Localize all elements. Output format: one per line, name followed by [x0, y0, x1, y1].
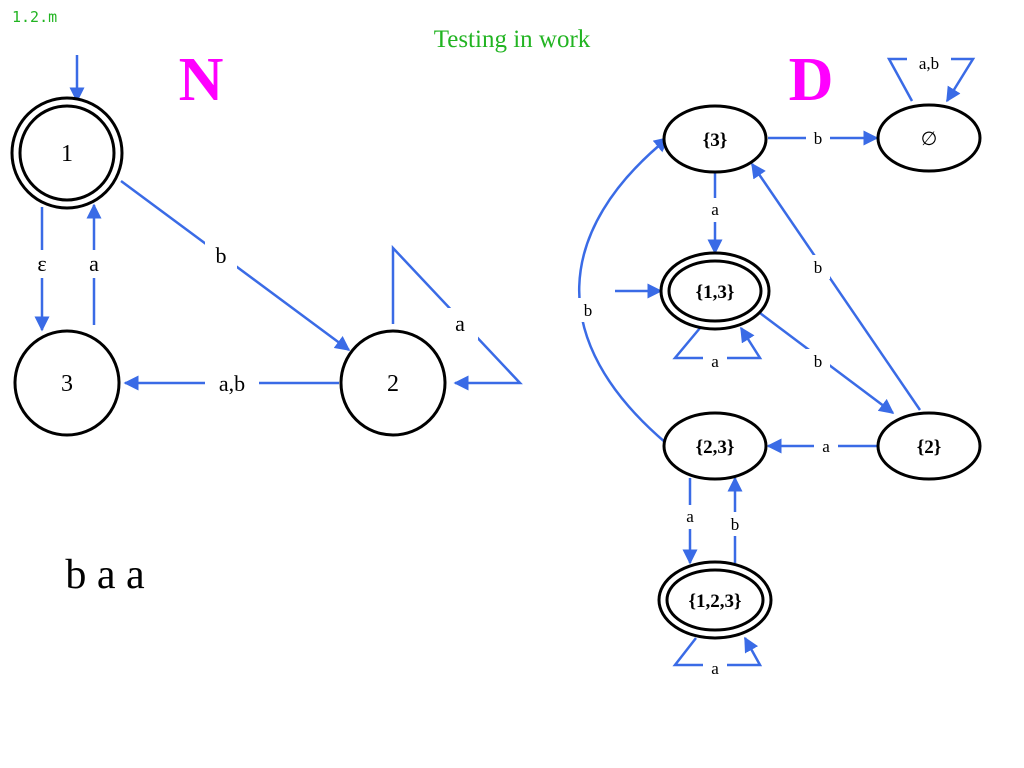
nfa-edge-3-1-label: a [89, 251, 99, 276]
dfa-edge-q23-q3 [577, 137, 670, 444]
dfa-state-q23-label: {2,3} [696, 437, 735, 458]
nfa-state-2-label: 2 [387, 371, 399, 397]
input-string: b a a [65, 552, 145, 598]
dfa-state-q13: {1,3} [659, 251, 771, 331]
nfa-state-2: 2 [339, 329, 447, 437]
dfa-edge-q2-q3 [750, 162, 922, 411]
dfa-state-q23: {2,3} [662, 411, 768, 481]
slide-id: 1.2.m [12, 8, 57, 26]
dfa-state-q13-label: {1,3} [696, 282, 735, 303]
nfa-edge-2-3-label: a,b [219, 371, 245, 396]
dfa-diagram: b a,b a a b b a b a [576, 50, 982, 679]
dfa-edge-q3-q13-label: a [711, 200, 719, 219]
nfa-edge-1-3-label: ε [37, 251, 46, 276]
nfa-state-3-label: 3 [61, 371, 73, 397]
dfa-edge-q13-self-label: a [711, 352, 719, 371]
dfa-state-q3-label: {3} [703, 130, 727, 151]
nfa-edge-2-self-label: a [455, 311, 465, 336]
nfa-state-1-label: 1 [61, 141, 73, 167]
nfa-diagram: b ε a a,b a 1 3 2 [10, 55, 523, 437]
dfa-edge-q123-self-label: a [711, 659, 719, 678]
dfa-edge-q13-q2-label: b [814, 352, 823, 371]
dfa-state-empty: ∅ [876, 103, 982, 173]
dfa-edge-q123-q23-label: b [731, 515, 740, 534]
nfa-state-1: 1 [10, 96, 124, 210]
dfa-state-q2: {2} [876, 411, 982, 481]
dfa-edge-q3-empty-label: b [814, 129, 823, 148]
nfa-title: N [179, 46, 224, 114]
dfa-edge-q23-q123-label: a [686, 507, 694, 526]
dfa-state-q2-label: {2} [917, 437, 941, 458]
nfa-state-3: 3 [13, 329, 121, 437]
subtitle: Testing in work [434, 26, 591, 53]
dfa-edge-q23-q3-label: b [584, 301, 593, 320]
dfa-state-q123-label: {1,2,3} [689, 591, 742, 612]
dfa-state-empty-label: ∅ [921, 129, 938, 150]
nfa-edge-1-2-label: b [216, 243, 227, 268]
dfa-state-q3: {3} [662, 104, 768, 174]
dfa-edge-q2-q3-label: b [814, 258, 823, 277]
dfa-title: D [789, 46, 834, 114]
dfa-edge-q2-q23-label: a [822, 437, 830, 456]
dfa-state-q123: {1,2,3} [657, 560, 773, 640]
dfa-edge-empty-self-label: a,b [919, 54, 939, 73]
